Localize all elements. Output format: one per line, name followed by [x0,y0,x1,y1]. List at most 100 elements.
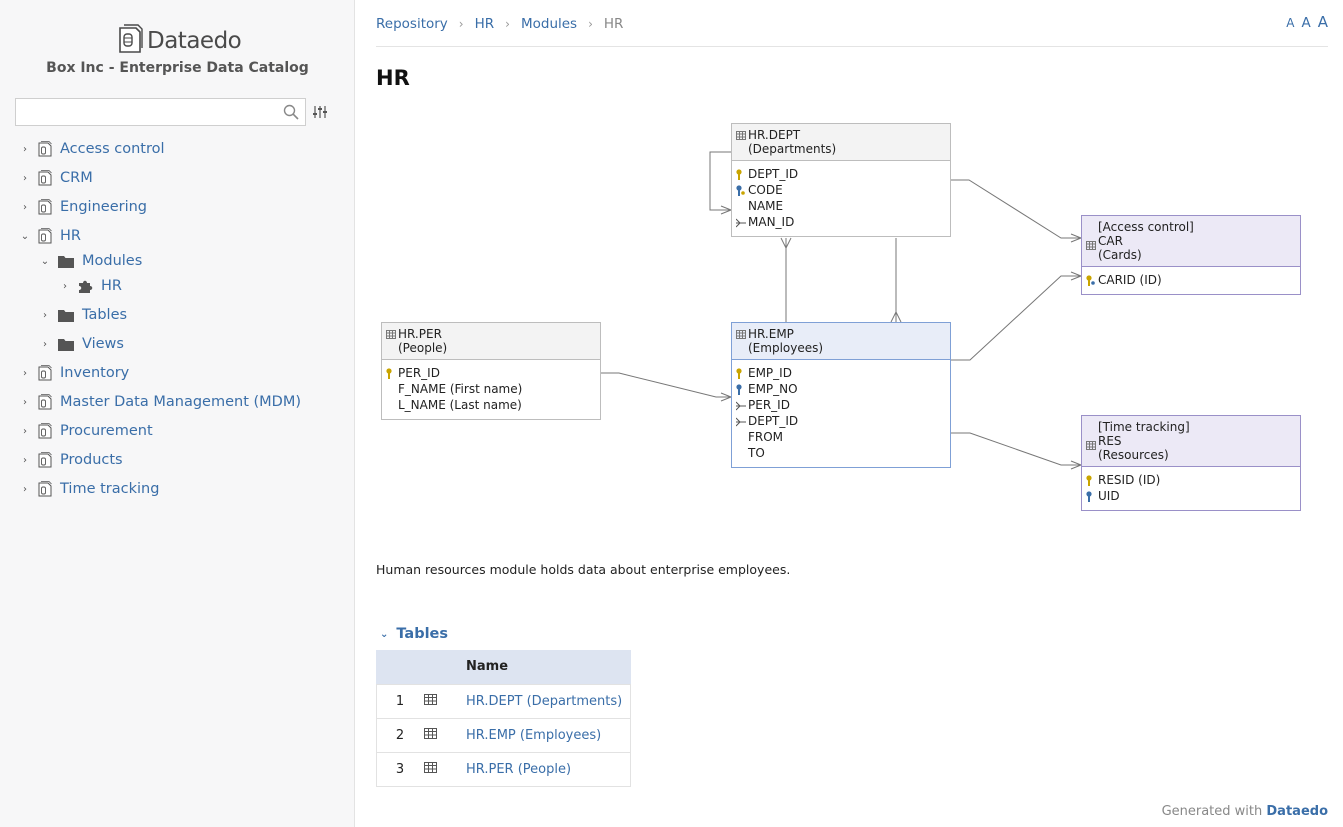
sidebar-item-label: Master Data Management (MDM) [60,394,301,410]
chevron-right-icon[interactable]: › [23,367,27,379]
footer-brand-link[interactable]: Dataedo [1266,804,1328,819]
foreign-key-icon [735,415,746,431]
table-header-name: Name [466,650,631,684]
chevron-down-icon[interactable]: ⌄ [40,255,50,267]
sidebar-item-crm[interactable]: › CRM [20,167,93,189]
table-row: 3 HR.PER (People) [376,751,631,786]
logo-text: Dataedo [147,28,242,54]
table-row: 1 HR.DEPT (Departments) [376,683,631,718]
sidebar-item-modules[interactable]: ⌄ Modules [40,250,142,272]
sidebar-item-products[interactable]: › Products [20,449,123,471]
chevron-right-icon[interactable]: › [23,172,27,184]
table-link-hr-dept[interactable]: HR.DEPT (Departments) [466,693,623,709]
table-header-num [376,650,424,684]
module-description: Human resources module holds data about … [376,562,791,577]
search-box [15,98,306,126]
filter-settings-icon[interactable] [313,104,327,123]
chevron-right-icon[interactable]: › [63,280,67,292]
erd-column: PER_ID [748,398,790,412]
footer: Generated with Dataedo [1162,804,1328,819]
header-divider [376,46,1328,47]
sidebar-item-tables[interactable]: › Tables [40,304,127,326]
table-icon [386,327,396,342]
tables-section-toggle[interactable]: ⌄ Tables [376,626,448,642]
erd-entity-header: [Time tracking] RES (Resources) [1082,416,1300,467]
erd-entity-title: RES [1098,434,1122,448]
breadcrumb-modules[interactable]: Modules [520,16,578,32]
sidebar-item-hr[interactable]: ⌄ HR [20,225,81,247]
search-input[interactable] [16,99,276,125]
table-row-num: 3 [376,751,424,786]
table-header-row: Name [376,650,631,684]
erd-column: MAN_ID [748,215,795,229]
chevron-right-icon[interactable]: › [43,309,47,321]
erd-entity-header: HR.EMP (Employees) [732,323,950,360]
primary-key-icon [736,367,742,383]
page-title: HR [376,66,410,90]
erd-entity-car[interactable]: [Access control] CAR (Cards) CARID (ID) [1081,215,1301,295]
erd-entity-title: HR.PER [398,327,442,341]
table-link-hr-per[interactable]: HR.PER (People) [466,761,572,777]
erd-column: EMP_ID [748,366,792,380]
sidebar-item-procurement[interactable]: › Procurement [20,420,153,442]
module-doc-icon [38,141,52,157]
breadcrumb-separator-icon: › [505,17,510,31]
sidebar-item-label: Products [60,452,123,468]
erd-entity-res[interactable]: [Time tracking] RES (Resources) RESID (I… [1081,415,1301,511]
sidebar-item-access-control[interactable]: › Access control [20,138,165,160]
breadcrumb-current: HR [603,16,624,32]
erd-column: EMP_NO [748,382,798,396]
chevron-down-icon[interactable]: ⌄ [20,230,30,242]
sidebar-item-label: Time tracking [60,481,160,497]
catalog-title: Box Inc - Enterprise Data Catalog [46,60,309,76]
chevron-right-icon[interactable]: › [23,483,27,495]
breadcrumb: Repository › HR › Modules › HR [376,16,623,32]
sidebar-item-views[interactable]: › Views [40,333,124,355]
chevron-right-icon[interactable]: › [23,425,27,437]
chevron-right-icon[interactable]: › [23,454,27,466]
foreign-key-icon [735,216,746,232]
erd-entity-header: [Access control] CAR (Cards) [1082,216,1300,267]
erd-entity-hr-dept[interactable]: HR.DEPT (Departments) DEPT_ID CODE NAME … [731,123,951,237]
logo-icon [117,24,143,58]
erd-entity-hr-per[interactable]: HR.PER (People) PER_ID F_NAME (First nam… [381,322,601,420]
font-size-controls: A A A [1286,13,1328,31]
erd-entity-hr-emp[interactable]: HR.EMP (Employees) EMP_ID EMP_NO PER_ID … [731,322,951,468]
search-icon[interactable] [283,104,299,124]
chevron-right-icon[interactable]: › [23,201,27,213]
sidebar-item-inventory[interactable]: › Inventory [20,362,129,384]
erd-column: TO [748,446,765,460]
sidebar-item-label: Access control [60,141,165,157]
sidebar-item-label: HR [60,228,81,244]
breadcrumb-hr[interactable]: HR [474,16,495,32]
table-icon [424,683,466,718]
erd-entity-module: [Access control] [1098,220,1194,234]
erd-column: RESID (ID) [1098,473,1161,487]
breadcrumb-separator-icon: › [588,17,593,31]
sidebar-item-engineering[interactable]: › Engineering [20,196,147,218]
chevron-right-icon[interactable]: › [23,143,27,155]
sidebar: Dataedo Box Inc - Enterprise Data Catalo… [0,0,355,827]
chevron-right-icon[interactable]: › [23,396,27,408]
sidebar-item-label: Procurement [60,423,153,439]
table-icon [1086,438,1096,453]
dataedo-logo[interactable]: Dataedo [117,24,242,58]
erd-entity-subtitle: (Resources) [1098,448,1169,462]
erd-column: CODE [748,183,783,197]
erd-entity-module: [Time tracking] [1098,420,1190,434]
chevron-right-icon[interactable]: › [43,338,47,350]
erd-column: UID [1098,489,1120,503]
font-size-large-button[interactable]: A [1317,13,1328,31]
module-doc-icon [38,199,52,215]
breadcrumb-repository[interactable]: Repository [376,16,448,32]
table-icon [424,717,466,752]
sidebar-item-label: HR [101,278,122,294]
sidebar-item-hr-module[interactable]: › HR [60,275,122,297]
font-size-medium-button[interactable]: A [1301,15,1311,31]
sidebar-item-mdm[interactable]: › Master Data Management (MDM) [20,391,301,413]
sidebar-item-time-tracking[interactable]: › Time tracking [20,478,159,500]
font-size-small-button[interactable]: A [1286,16,1295,30]
unique-key-icon [736,184,745,200]
erd-column: DEPT_ID [748,414,799,428]
table-link-hr-emp[interactable]: HR.EMP (Employees) [466,727,602,743]
